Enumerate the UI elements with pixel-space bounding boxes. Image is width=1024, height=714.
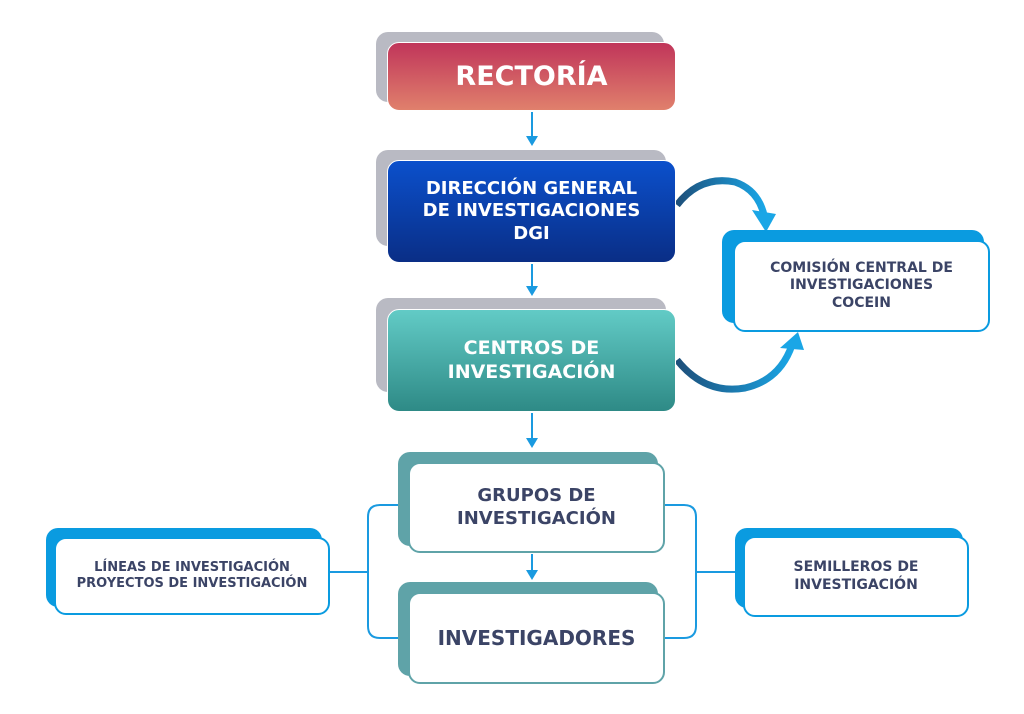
node-rectoria: RECTORÍA [387, 42, 676, 111]
curve-arrow-dgi-cocein [674, 177, 768, 216]
node-label: RECTORÍA [455, 60, 608, 92]
node-label: CENTROS DE INVESTIGACIÓN [447, 336, 616, 383]
node-label: LÍNEAS DE INVESTIGACIÓN PROYECTOS DE INV… [76, 559, 308, 591]
node-grupos: GRUPOS DE INVESTIGACIÓN [408, 462, 665, 553]
node-lineas: LÍNEAS DE INVESTIGACIÓN PROYECTOS DE INV… [54, 537, 330, 615]
node-semilleros: SEMILLEROS DE INVESTIGACIÓN [743, 536, 969, 617]
node-dgi: DIRECCIÓN GENERAL DE INVESTIGACIONES DGI [387, 160, 676, 263]
node-label: COMISIÓN CENTRAL DE INVESTIGACIONES COCE… [770, 259, 953, 311]
node-cocein: COMISIÓN CENTRAL DE INVESTIGACIONES COCE… [733, 240, 990, 332]
node-centros: CENTROS DE INVESTIGACIÓN [387, 309, 676, 412]
node-label: DIRECCIÓN GENERAL DE INVESTIGACIONES DGI [422, 177, 641, 244]
node-label: INVESTIGADORES [437, 625, 636, 650]
curve-arrow-centros-cocein [674, 343, 796, 393]
node-investigadores: INVESTIGADORES [408, 592, 665, 684]
node-label: SEMILLEROS DE INVESTIGACIÓN [793, 559, 919, 593]
node-label: GRUPOS DE INVESTIGACIÓN [457, 485, 616, 529]
